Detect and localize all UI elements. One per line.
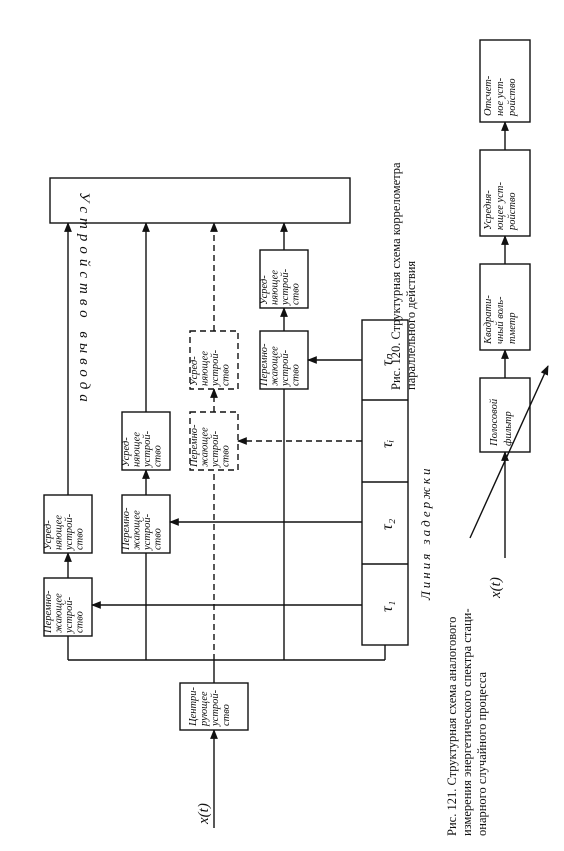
- text-line: измерения энергетического спектра стаци-: [460, 608, 474, 836]
- text-line: жающее: [132, 510, 143, 550]
- text-line: Перемно-: [259, 343, 270, 387]
- text-line: устрой-: [64, 513, 75, 551]
- output-block-label: Устройство вывода: [76, 192, 92, 407]
- text-line: устрой-: [142, 430, 153, 468]
- figure-120-diagram: [43, 177, 409, 828]
- text-line: Рис. 121. Структурная схема аналогового: [445, 617, 459, 836]
- text-line: Усред-: [43, 520, 54, 550]
- text-line: ство: [153, 528, 164, 550]
- text-line: ройство: [507, 78, 518, 117]
- text-line: няющее: [132, 432, 143, 467]
- text-line: няющее: [54, 515, 65, 550]
- text-line: устрой-: [280, 349, 291, 387]
- readout-device-block: [479, 39, 531, 123]
- text-line: чный воль-: [495, 296, 506, 344]
- text-line: ство: [75, 528, 86, 550]
- averaging-device-block: [479, 149, 531, 237]
- multiplier-block-2: [121, 494, 171, 554]
- figure-120-caption: Рис. 120. Структурная схема коррелометра…: [389, 162, 418, 390]
- filter-tuning-arrow: [469, 365, 549, 539]
- text-line: ство: [291, 364, 302, 386]
- text-line: рующее: [199, 691, 210, 727]
- text-line: ное уст-: [495, 77, 506, 116]
- text-line: Рис. 120. Структурная схема коррелометра: [389, 162, 403, 390]
- text-line: устрой-: [210, 349, 221, 387]
- text-line: фильтр: [503, 411, 514, 446]
- text-line: жающее: [54, 593, 65, 633]
- text-line: ство: [153, 445, 164, 467]
- text-line: тметр: [507, 312, 518, 344]
- text-line: ройство: [507, 192, 518, 231]
- text-line: няющее: [270, 270, 281, 305]
- text-line: ющее уст-: [495, 182, 506, 230]
- averaging-device-label: Усредня-ющее уст-ройство: [483, 182, 518, 231]
- text-line: ство: [221, 364, 232, 386]
- text-line: Усредня-: [483, 190, 494, 230]
- tap-label-i: τᵢ: [379, 440, 396, 448]
- tap-label-n: τₙ: [379, 353, 396, 366]
- text-line: жающее: [270, 346, 281, 386]
- text-line: устрой-: [210, 689, 221, 727]
- figure-121-diagram: [469, 39, 549, 558]
- quadratic-voltmeter-label: Квадрати-чный воль-тметр: [483, 295, 518, 345]
- text-line: ство: [75, 611, 86, 633]
- text-line: устрой-: [142, 513, 153, 551]
- quadratic-voltmeter-block: [479, 263, 531, 351]
- delay-line-label: Линия задержки: [418, 466, 433, 601]
- text-line: устрой-: [210, 430, 221, 468]
- tap-label-1: τ₁: [379, 601, 396, 612]
- averaging-block-n: [259, 249, 309, 309]
- averaging-block-i: [189, 330, 239, 390]
- text-line: параллельного действия: [404, 261, 418, 390]
- text-line: ство: [221, 704, 232, 726]
- output-block: [49, 177, 351, 224]
- text-line: онарного случайного процесса: [475, 671, 489, 836]
- centering-block: [179, 682, 249, 731]
- text-line: устрой-: [64, 596, 75, 634]
- multiplier-block-n: [259, 330, 309, 390]
- text-line: Отсчет-: [483, 75, 494, 116]
- text-line: Усред-: [121, 437, 132, 467]
- bandpass-filter-block: [479, 377, 531, 453]
- text-line: няющее: [200, 351, 211, 386]
- text-line: Усред-: [189, 356, 200, 386]
- input-label-121: x(t): [488, 577, 504, 599]
- averaging-block-2: [121, 411, 171, 471]
- text-line: устрой-: [280, 268, 291, 306]
- text-line: Усред-: [259, 275, 270, 305]
- input-label-120: x(t): [196, 803, 212, 825]
- text-line: Квадрати-: [483, 295, 494, 345]
- readout-device-label: Отсчет-ное уст-ройство: [483, 75, 518, 117]
- text-line: Перемно-: [121, 507, 132, 551]
- tap-label-2: τ₂: [379, 518, 396, 530]
- text-line: Центри-: [188, 686, 199, 727]
- text-line: ство: [291, 283, 302, 305]
- averaging-block-1: [43, 494, 93, 554]
- text-line: Перемно-: [43, 590, 54, 634]
- text-line: Перемно-: [189, 424, 200, 468]
- text-line: жающее: [200, 427, 211, 467]
- text-line: ство: [221, 445, 232, 467]
- text-line: Полосовой: [489, 398, 500, 447]
